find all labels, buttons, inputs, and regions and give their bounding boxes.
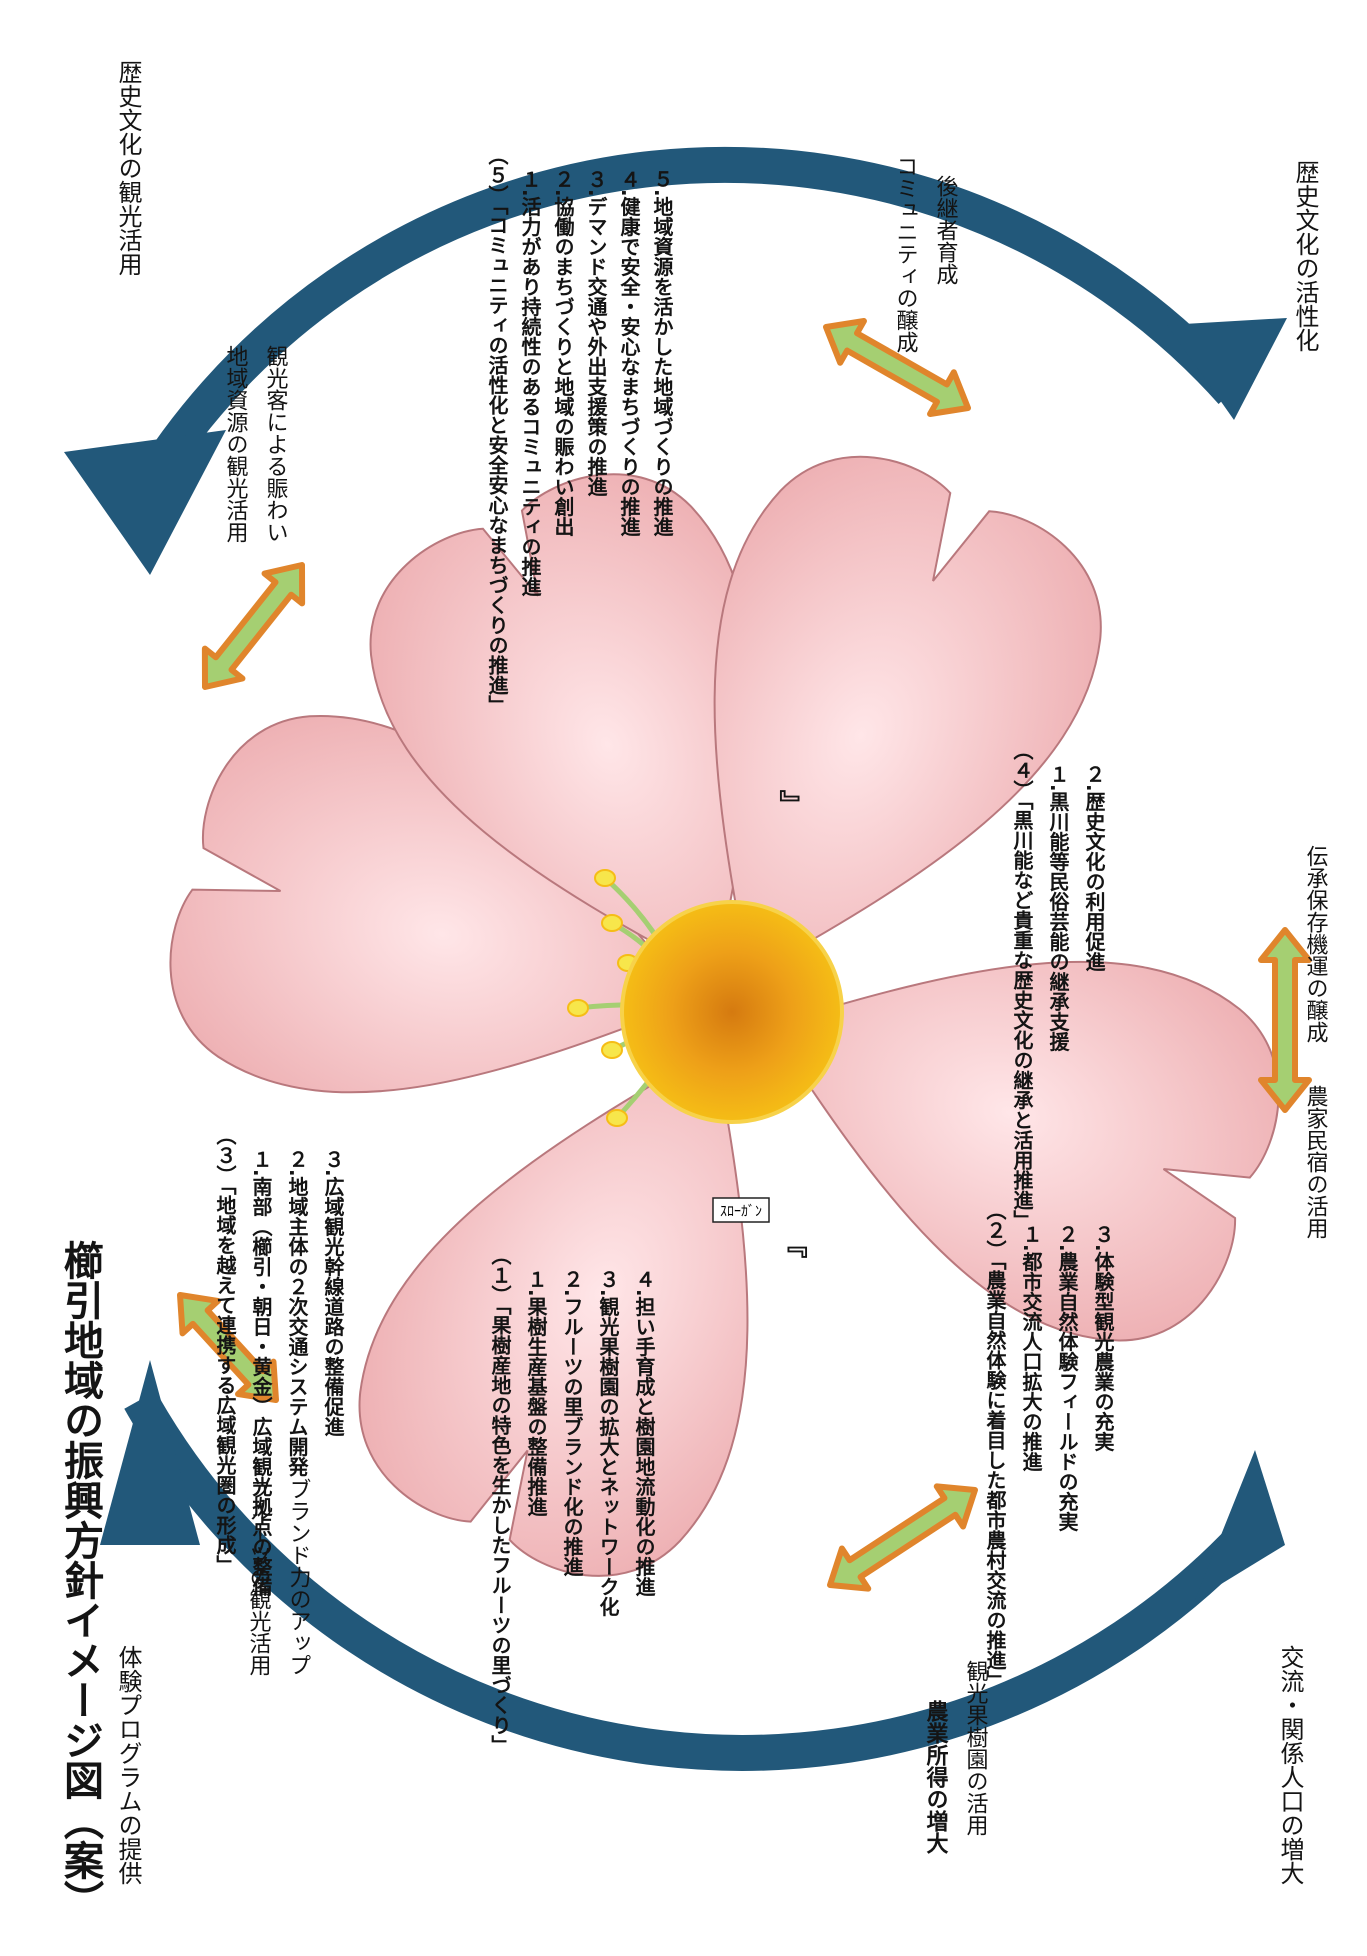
- slogan-close-bracket: 』: [776, 789, 809, 818]
- petal-3-item: １.南部（櫛引・朝日・黄金）広域観光拠点の整備: [249, 1149, 273, 1597]
- link-arrow-1: [177, 1292, 280, 1404]
- petal-4-heading: （４）「黒川能など貴重な歴史文化の継承と活用推進」: [1010, 740, 1034, 1230]
- stamen-anther: [601, 1041, 623, 1059]
- petal-5-item: ４.健康で安全・安心なまちづくりの推進: [617, 169, 641, 537]
- link-arrow-4: [1258, 927, 1312, 1113]
- link-label-1-3-a: フルーツの観光活用: [246, 1478, 272, 1676]
- link-label-3-5-b: 観光客による賑わい: [263, 345, 289, 543]
- petal-5-item: ３.デマンド交通や外出支援策の推進: [584, 169, 608, 497]
- petal-1-heading: （１）「果樹産地の特色を生かしたフルーツの里づくり」: [488, 1245, 512, 1755]
- link-label-5-4-b: 後継者育成: [933, 175, 959, 285]
- link-label-4-2-a: 伝承保存機運の醸成: [1303, 845, 1329, 1043]
- petal-3-item: ３.広域観光幹線道路の整備促進: [321, 1149, 345, 1437]
- petal-2-heading: （２）「農業自然体験に着目した都市農村交流の推進」: [983, 1200, 1007, 1690]
- link-arrow-3: [823, 318, 972, 417]
- cycle-arrow-top: [118, 146, 1246, 517]
- petal-5: [713, 455, 1102, 978]
- link-label-1-3-b: ブランド力のアップ: [286, 1478, 311, 1676]
- petal-3-heading: （３）「地域を越えて連携する広域観光圏の形成」: [213, 1125, 237, 1575]
- cycle-arrowhead-top-left: [64, 430, 226, 575]
- cycle-arrowhead-bottom-right: [1195, 1450, 1285, 1600]
- stamen-anther: [606, 1109, 628, 1127]
- petal-5-shape: [713, 455, 1102, 978]
- petal-5-item: １.活力があり持続性のあるコミュニティの推進: [518, 169, 542, 597]
- petal-5-heading: （５）「コミュニティの活性化と安全安心なまちづくりの推進」: [485, 145, 509, 715]
- petal-2-item: １.都市交流人口拡大の推進: [1019, 1224, 1043, 1472]
- petal-1-item: ３.観光果樹園の拡大とネットワーク化: [596, 1269, 620, 1617]
- petal-1-item: １.果樹生産基盤の整備推進: [524, 1269, 548, 1517]
- petal-texts: （１）「果樹産地の特色を生かしたフルーツの里づくり」 １.果樹生産基盤の整備推進 ２…: [213, 145, 1115, 1755]
- petal-2-item: ３.体験型観光農業の充実: [1091, 1224, 1115, 1452]
- stamen-anther: [567, 999, 589, 1017]
- petal-2: [358, 1046, 749, 1577]
- link-label-2-1-a: 農業所得の増大: [923, 1700, 950, 1855]
- petal-4-item: １.黒川能等民俗芸能の継承支援: [1046, 764, 1070, 1052]
- arc-label-bottom-right: 交流・関係人口の増大: [1276, 1645, 1304, 1885]
- arc-label-top-right: 歴史文化の活性化: [1291, 160, 1319, 352]
- arc-label-top-left: 歴史文化の観光活用: [114, 60, 142, 276]
- arc-label-bottom-left: 体験プログラムの提供: [114, 1645, 142, 1885]
- slogan-label: ｽﾛｰｶﾞﾝ: [720, 1204, 762, 1220]
- petal-2-shape: [358, 1046, 749, 1577]
- petal-4-shape: [768, 960, 1280, 1342]
- link-label-3-5-a: 地域資源の観光活用: [223, 345, 249, 543]
- link-arrows: [177, 318, 1312, 1592]
- link-label-5-4-a: コミュニティの醸成: [893, 155, 919, 353]
- petals: [169, 455, 1280, 1577]
- slogan-box: [712, 1197, 770, 1223]
- stamen-anther: [594, 869, 616, 887]
- cycle-arrowhead-bottom-left: [100, 1360, 200, 1545]
- petal-3-item: ２.地域主体の２次交通システム開発: [285, 1149, 309, 1477]
- petal-2-item: ２.農業自然体験フィールドの充実: [1055, 1224, 1079, 1532]
- stamen-anther: [601, 914, 623, 932]
- flower-center: [567, 869, 844, 1127]
- cycle-arrows: [64, 146, 1287, 1771]
- link-label-2-1-b: 観光果樹園の活用: [963, 1660, 989, 1836]
- cycle-arrowhead-top-right: [1167, 318, 1287, 420]
- link-label-4-2-b: 農家民宿の活用: [1303, 1085, 1329, 1239]
- cycle-arrow-bottom: [124, 1391, 1264, 1771]
- petal-4: [768, 960, 1280, 1342]
- center-disc: [620, 900, 844, 1124]
- slogan-open-bracket: 『: [776, 1230, 809, 1259]
- petal-1-item: ２.フルーツの里ブランド化の推進: [560, 1269, 584, 1577]
- link-arrow-5: [827, 1483, 979, 1592]
- petal-4-item: ２.歴史文化の利用促進: [1082, 764, 1106, 972]
- petal-1-item: ４.担い手育成と樹園地流動化の推進: [632, 1269, 656, 1597]
- petal-5-item: ５.地域資源を活かした地域づくりの推進: [650, 169, 674, 537]
- page-title: 櫛引地域の振興方針イメージ図（案）: [57, 1240, 104, 1920]
- link-arrow-2: [201, 561, 306, 690]
- petal-5-item: ２.協働のまちづくりと地域の賑わい創出: [551, 169, 575, 537]
